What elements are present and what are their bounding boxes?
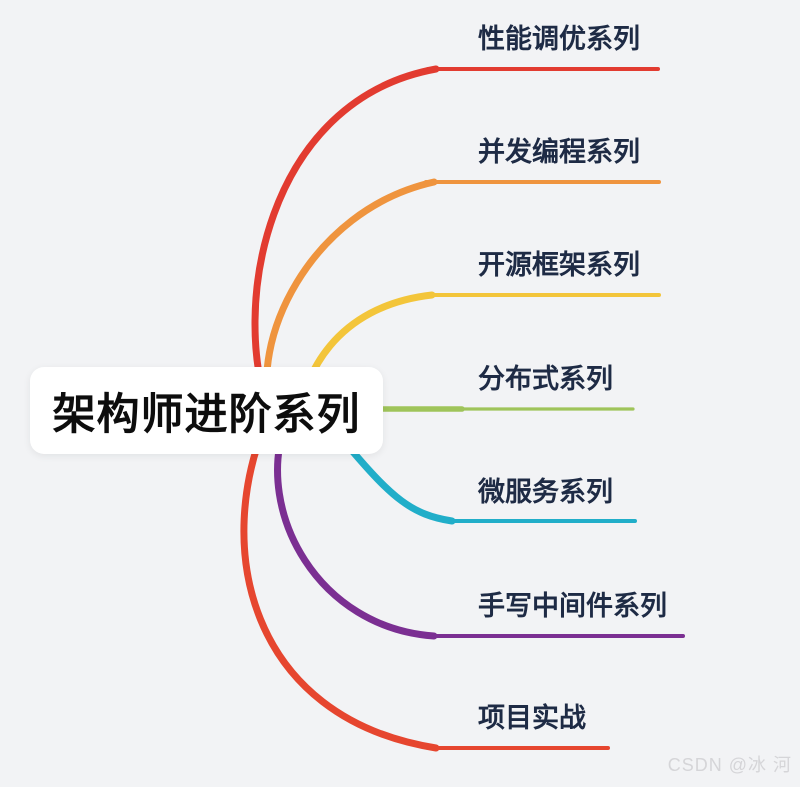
branch-curve [344, 442, 456, 525]
root-node-label: 架构师进阶系列 [52, 390, 361, 439]
branch-curve [240, 414, 440, 752]
branch-connector-project-practice [240, 414, 610, 752]
branch-node-open-source-framework[interactable]: 开源框架系列 [478, 250, 640, 280]
branch-connector-middleware [274, 421, 685, 640]
branch-node-middleware[interactable]: 手写中间件系列 [478, 591, 667, 621]
watermark-text: CSDN @冰 河 [667, 755, 792, 775]
branch-connector-microservices [344, 442, 637, 525]
branch-node-concurrency[interactable]: 并发编程系列 [478, 137, 640, 167]
branch-node-microservices[interactable]: 微服务系列 [478, 477, 613, 507]
branch-node-distributed[interactable]: 分布式系列 [478, 364, 613, 394]
branch-connector-performance-tuning [251, 65, 660, 418]
root-node[interactable]: 架构师进阶系列 [30, 367, 383, 454]
branch-curve [251, 65, 440, 418]
branch-curve [274, 421, 438, 640]
branch-node-project-practice[interactable]: 项目实战 [478, 703, 586, 733]
branch-node-performance-tuning[interactable]: 性能调优系列 [478, 24, 640, 54]
